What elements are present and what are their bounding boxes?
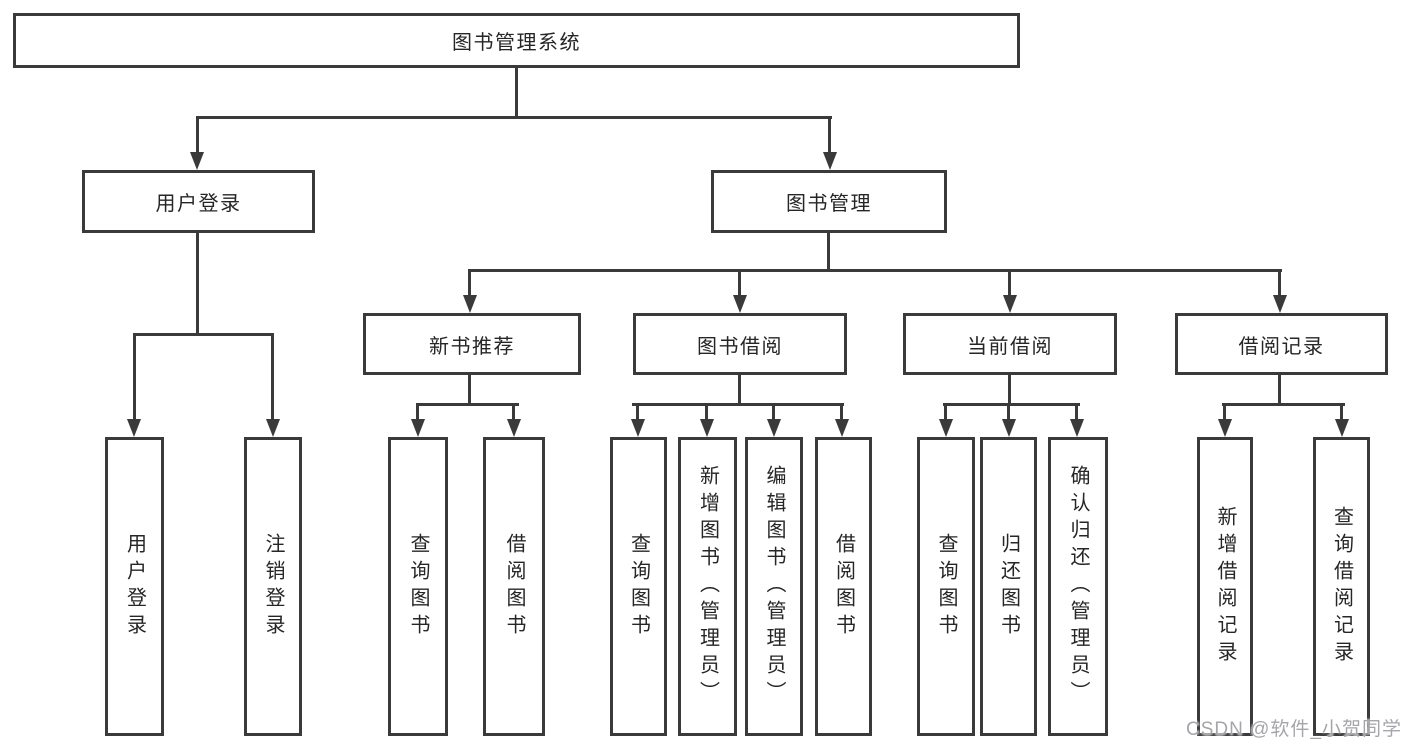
arrow-down-icon	[1003, 295, 1017, 313]
connector-line	[827, 231, 830, 272]
node-book-borrow-label: 图书借阅	[697, 335, 783, 358]
arrow-down-icon	[1335, 419, 1349, 437]
arrow-down-icon	[463, 295, 477, 313]
connector-line	[738, 269, 741, 299]
leaf-cb-confirm-return-label: 确认归还（管理员）	[1067, 465, 1089, 708]
leaf-bb-borrow-book: 借阅图书	[815, 437, 872, 736]
leaf-bb-borrow-book-label: 借阅图书	[832, 532, 855, 641]
node-root-label: 图书管理系统	[452, 32, 581, 54]
connector-line	[196, 231, 199, 335]
leaf-br-add-record-label: 新增借阅记录	[1214, 505, 1236, 668]
node-book-borrow: 图书借阅	[633, 313, 847, 375]
arrow-down-icon	[190, 152, 204, 170]
leaf-cb-return-book: 归还图书	[980, 437, 1037, 736]
leaf-cb-confirm-return: 确认归还（管理员）	[1048, 437, 1108, 736]
connector-line	[133, 333, 274, 336]
leaf-br-add-record: 新增借阅记录	[1197, 437, 1253, 736]
leaf-nb-query-book-label: 查询图书	[407, 532, 429, 641]
connector-line	[512, 403, 515, 423]
leaf-user-login-label: 用户登录	[123, 532, 146, 641]
leaf-cb-query-book: 查询图书	[917, 437, 975, 736]
connector-line	[1278, 269, 1281, 299]
connector-line	[469, 269, 1282, 272]
connector-line	[1075, 403, 1078, 423]
connector-line	[705, 403, 708, 423]
connector-line	[416, 403, 419, 423]
connector-line	[196, 116, 199, 154]
arrow-down-icon	[835, 419, 849, 437]
connector-line	[1278, 374, 1281, 406]
leaf-logout-label: 注销登录	[262, 532, 284, 641]
node-root: 图书管理系统	[13, 13, 1020, 68]
arrow-down-icon	[823, 152, 837, 170]
arrow-down-icon	[507, 419, 521, 437]
node-user-login: 用户登录	[82, 170, 315, 233]
connector-line	[1008, 374, 1011, 406]
node-current-borrow: 当前借阅	[903, 313, 1117, 375]
connector-line	[738, 374, 741, 406]
connector-line	[1340, 403, 1343, 423]
leaf-cb-return-book-label: 归还图书	[997, 532, 1020, 641]
arrow-down-icon	[1273, 295, 1287, 313]
connector-line	[1007, 403, 1010, 423]
leaf-bb-query-book: 查询图书	[610, 437, 667, 736]
connector-line	[1222, 403, 1345, 406]
connector-line	[271, 333, 274, 421]
leaf-logout: 注销登录	[244, 437, 302, 736]
node-book-management-label: 图书管理	[786, 193, 872, 215]
leaf-nb-borrow-book-label: 借阅图书	[503, 532, 525, 641]
node-user-login-label: 用户登录	[155, 193, 242, 215]
leaf-nb-query-book: 查询图书	[388, 437, 448, 736]
node-book-management: 图书管理	[711, 170, 947, 233]
arrow-down-icon	[700, 419, 714, 437]
arrow-down-icon	[939, 419, 953, 437]
leaf-bb-query-book-label: 查询图书	[627, 532, 650, 641]
connector-line	[944, 403, 947, 423]
connector-line	[468, 269, 471, 299]
connector-line	[632, 403, 844, 406]
leaf-bb-edit-book-label: 编辑图书（管理员）	[763, 465, 785, 708]
leaf-cb-query-book-label: 查询图书	[935, 532, 957, 641]
connector-line	[828, 116, 831, 154]
node-current-borrow-label: 当前借阅	[967, 335, 1053, 358]
connector-line	[1008, 269, 1011, 299]
node-borrow-record: 借阅记录	[1175, 313, 1388, 375]
connector-line	[416, 403, 519, 406]
node-new-book-recommend-label: 新书推荐	[429, 335, 515, 358]
arrow-down-icon	[411, 419, 425, 437]
connector-line	[468, 374, 471, 406]
connector-line	[772, 403, 775, 423]
leaf-br-query-record-label: 查询借阅记录	[1330, 505, 1353, 668]
connector-line	[636, 403, 639, 423]
arrow-down-icon	[767, 419, 781, 437]
connector-line	[133, 333, 136, 421]
arrow-down-icon	[266, 419, 280, 437]
arrow-down-icon	[733, 295, 747, 313]
arrow-down-icon	[631, 419, 645, 437]
leaf-bb-edit-book: 编辑图书（管理员）	[745, 437, 803, 736]
leaf-br-query-record: 查询借阅记录	[1313, 437, 1370, 736]
arrow-down-icon	[127, 419, 141, 437]
leaf-user-login: 用户登录	[105, 437, 164, 736]
leaf-bb-add-book-label: 新增图书（管理员）	[696, 465, 719, 708]
arrow-down-icon	[1218, 419, 1232, 437]
csdn-watermark: CSDN @软件_小贺同学	[1186, 719, 1402, 740]
connector-line	[943, 403, 1080, 406]
leaf-bb-add-book: 新增图书（管理员）	[678, 437, 737, 736]
connector-line	[840, 403, 843, 423]
node-borrow-record-label: 借阅记录	[1238, 335, 1325, 358]
node-new-book-recommend: 新书推荐	[363, 313, 581, 375]
connector-line	[196, 116, 832, 119]
connector-line	[1223, 403, 1226, 423]
arrow-down-icon	[1002, 419, 1016, 437]
leaf-nb-borrow-book: 借阅图书	[483, 437, 545, 736]
arrow-down-icon	[1070, 419, 1084, 437]
connector-line	[515, 68, 518, 118]
